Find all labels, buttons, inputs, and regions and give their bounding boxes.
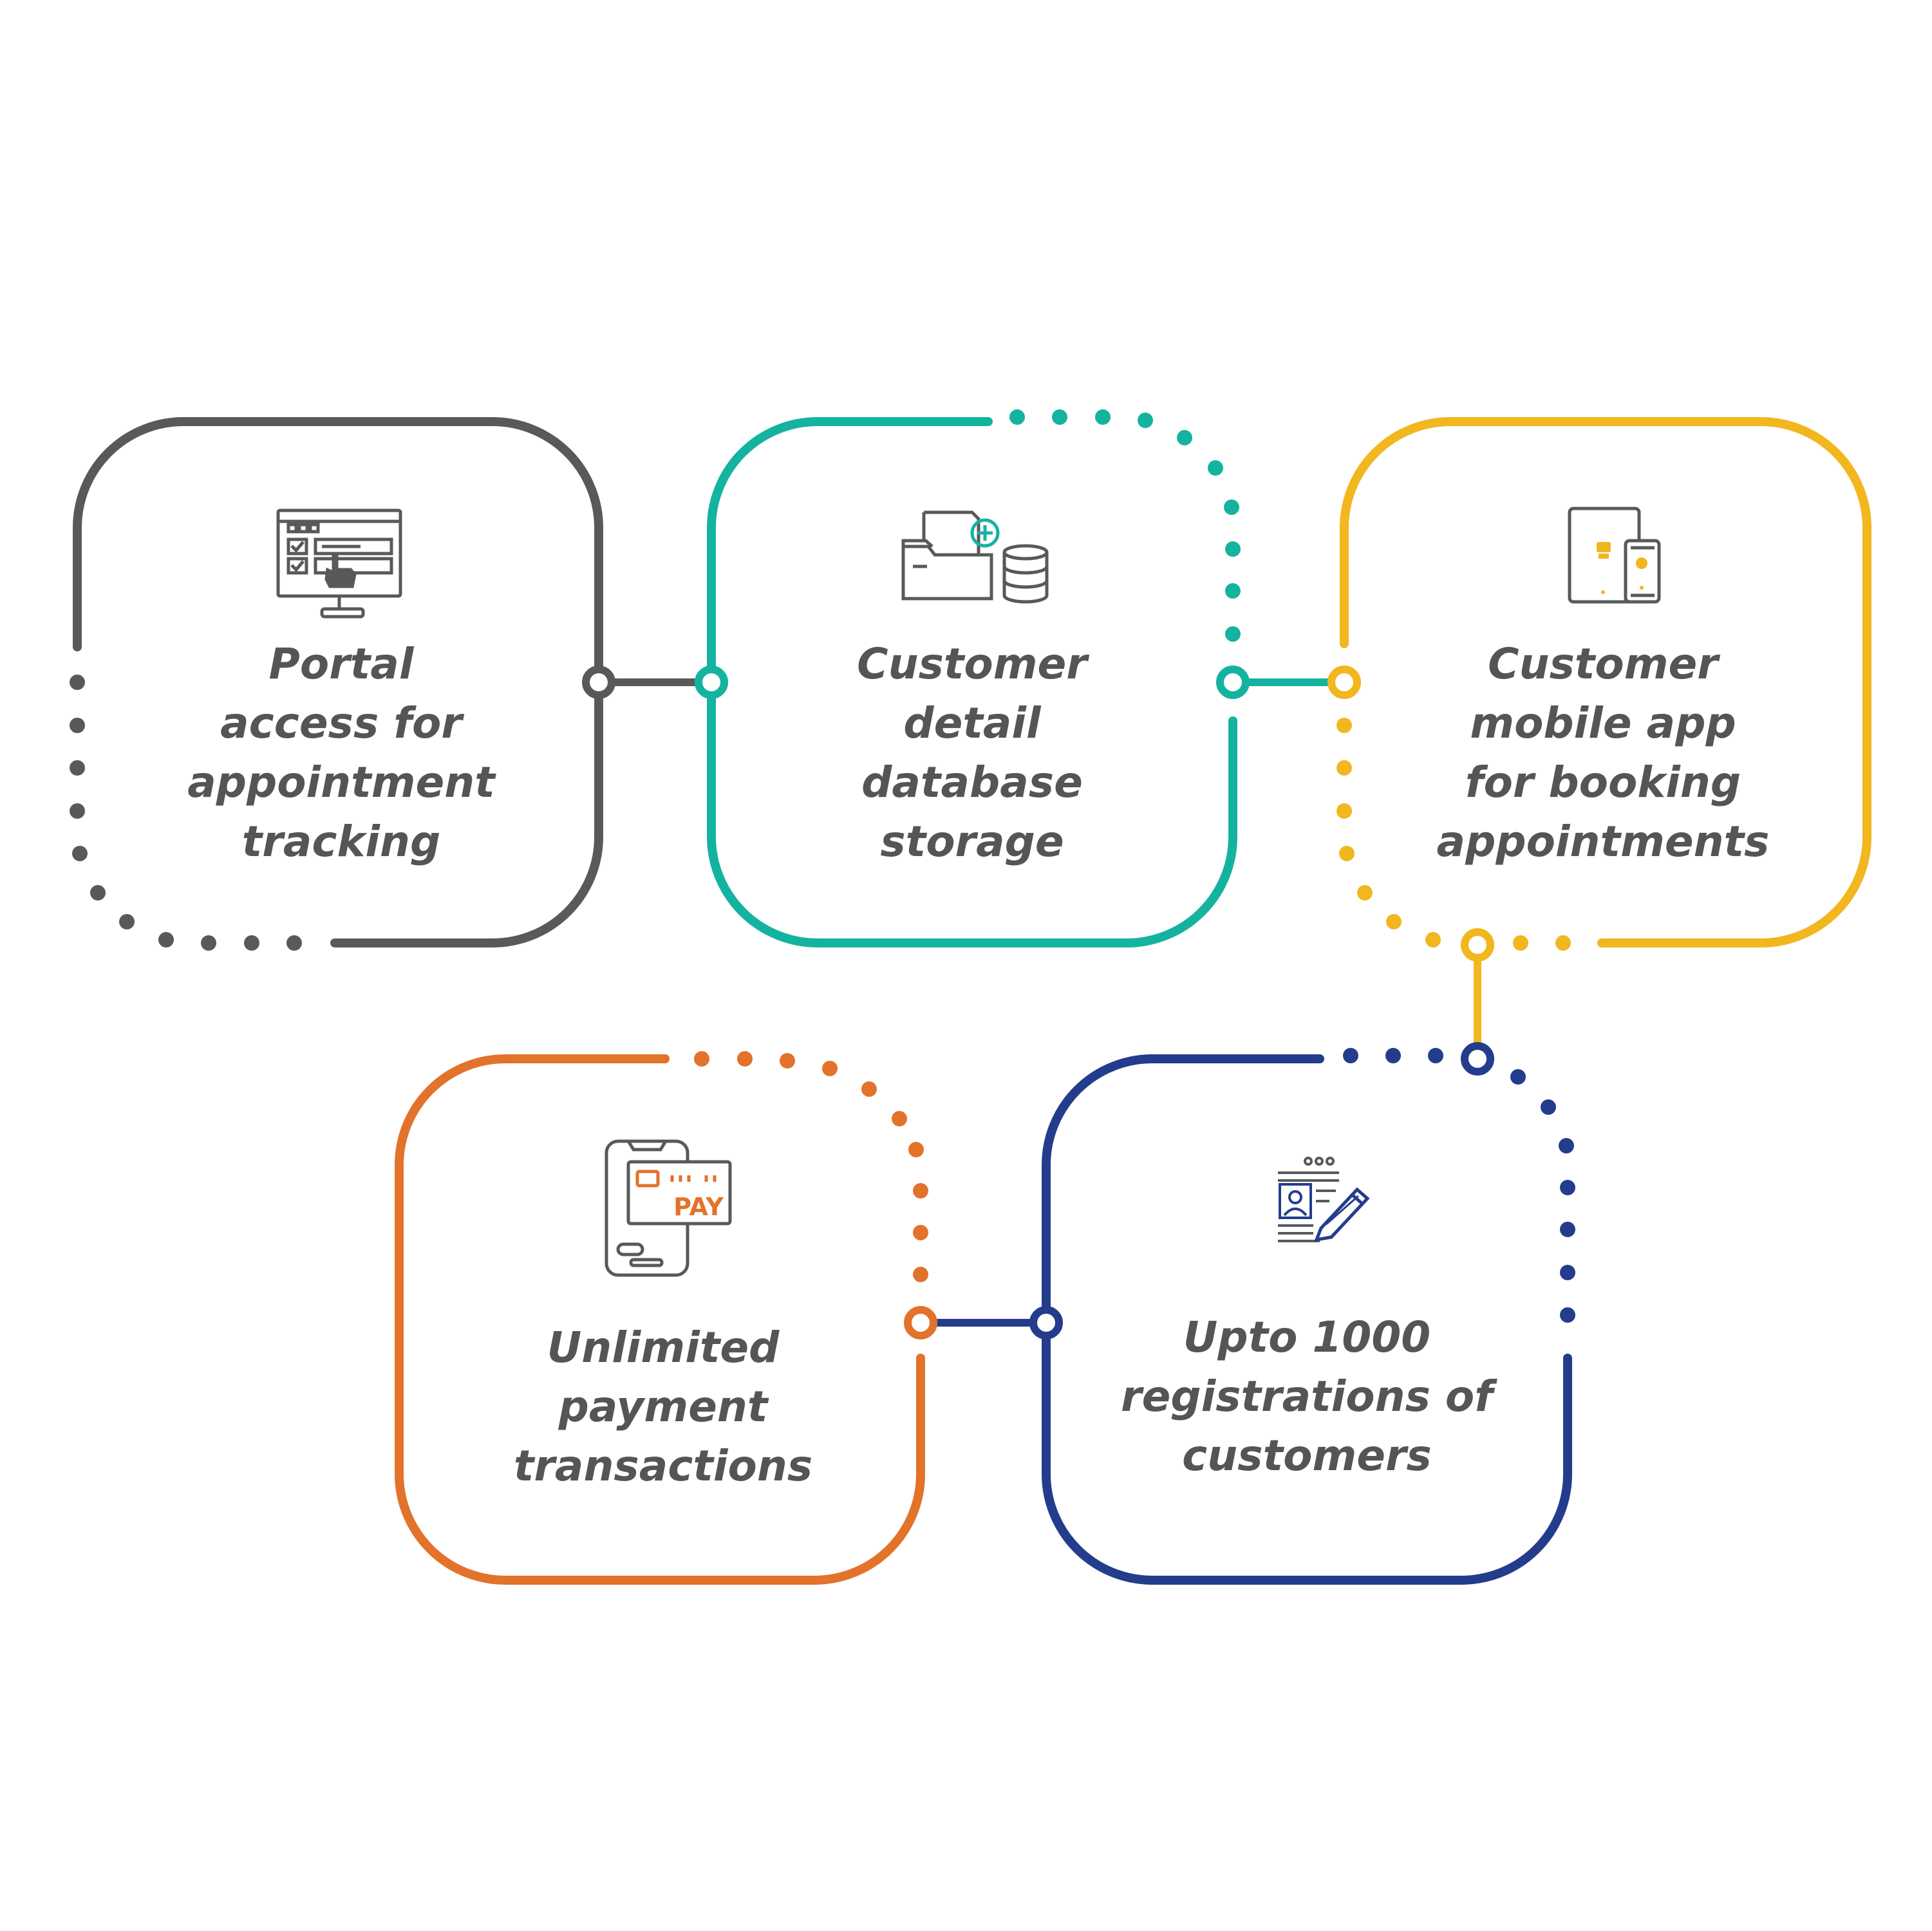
connector-database-mobile: [1216, 666, 1361, 699]
card-payment: [395, 1054, 925, 1585]
card-mobile-app: [1340, 417, 1871, 947]
card-portal-label: Portal access for appointment tracking: [148, 635, 534, 872]
card-mobile-app-label: Customer mobile app for booking appointm…: [1403, 635, 1803, 872]
card-database-label: Customer detail database storage: [779, 635, 1165, 872]
card-mobile-app-border: [1340, 417, 1871, 947]
card-payment-label-line: Unlimited: [547, 1323, 780, 1372]
card-portal-label-line: access for: [220, 698, 462, 748]
tablet-phone-icon: [1568, 507, 1661, 604]
card-portal-label-line: tracking: [241, 817, 441, 866]
card-portal-label-line: Portal: [268, 639, 414, 689]
card-database-dotted-border: [1009, 409, 1241, 642]
card-mobile-app-label-line: mobile app: [1470, 698, 1736, 748]
card-registrations-border: [1042, 1054, 1572, 1585]
card-registrations-label-line: customers: [1182, 1431, 1432, 1480]
monitor-click-icon: [276, 508, 402, 619]
card-mobile-app-dotted-border: [1336, 718, 1571, 951]
card-registrations-dotted-border: [1343, 1048, 1575, 1323]
card-database-label-line: database: [861, 758, 1083, 807]
connector-payment-registrations: [904, 1306, 1063, 1339]
card-mobile-app-label-line: Customer: [1488, 639, 1718, 689]
registration-form-pencil-icon: [1278, 1157, 1370, 1242]
card-payment-label-line: payment: [558, 1382, 768, 1432]
card-registrations-label-line: registrations of: [1121, 1372, 1493, 1421]
card-database: [707, 417, 1237, 947]
card-database-label-line: detail: [903, 698, 1041, 748]
card-portal-dotted-border: [70, 675, 302, 951]
card-database-label-line: storage: [880, 817, 1064, 866]
card-mobile-app-label-line: for booking: [1465, 758, 1741, 807]
card-portal: [73, 417, 603, 947]
card-payment-label: Unlimited payment transactions: [470, 1318, 856, 1496]
card-portal-label-line: appointment: [187, 758, 495, 807]
card-payment-dotted-border: [694, 1051, 928, 1282]
pay-label: PAY: [673, 1193, 724, 1221]
card-database-border: [707, 417, 1237, 947]
card-database-label-line: Customer: [857, 639, 1087, 689]
card-payment-label-line: transactions: [513, 1441, 813, 1491]
phone-card-pay-icon: PAY: [605, 1139, 732, 1277]
card-mobile-app-label-line: appointments: [1436, 817, 1770, 866]
folder-database-icon: [901, 510, 1049, 604]
card-registrations-label-line: Upto 1000: [1183, 1312, 1431, 1362]
connector-mobile-registrations: [1461, 928, 1494, 1076]
card-registrations-label: Upto 1000 registrations of customers: [1107, 1308, 1506, 1486]
card-portal-border: [73, 417, 603, 947]
connector-portal-database: [582, 666, 728, 699]
card-payment-border: [395, 1054, 925, 1585]
card-registrations: [1042, 1054, 1572, 1585]
